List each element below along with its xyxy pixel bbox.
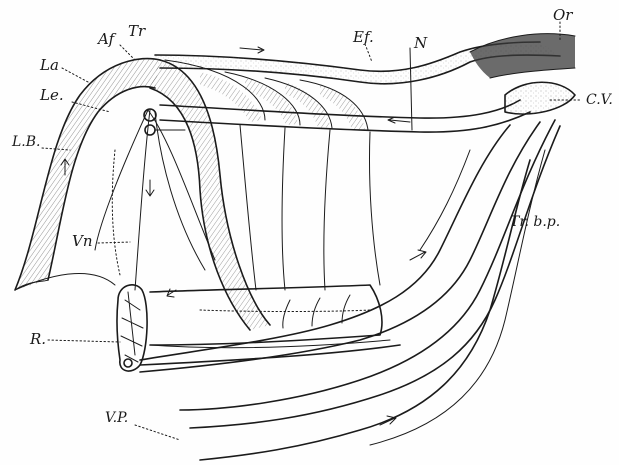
- outer-gill-arch: [15, 59, 160, 290]
- label-vp: V.P.: [105, 410, 128, 426]
- label-af: Af: [96, 30, 117, 48]
- label-la: La: [39, 56, 59, 74]
- label-n: N: [413, 34, 428, 52]
- label-cv: C.V.: [586, 92, 613, 108]
- cv-bulb: [505, 82, 575, 114]
- bulb-r: [117, 285, 147, 371]
- organ-or: [470, 34, 575, 78]
- label-lb: L.B.: [11, 134, 41, 150]
- label-le: Le.: [39, 86, 64, 104]
- vertical-septa: [240, 125, 380, 290]
- label-or: Or: [553, 6, 573, 24]
- label-ef: Ef.: [352, 28, 374, 46]
- label-tr: Tr: [128, 22, 146, 40]
- label-r: R.: [29, 330, 46, 348]
- gill-arches: [150, 60, 368, 330]
- label-trbp: Tr. b.p.: [510, 214, 560, 230]
- label-vn: Vn: [72, 232, 93, 250]
